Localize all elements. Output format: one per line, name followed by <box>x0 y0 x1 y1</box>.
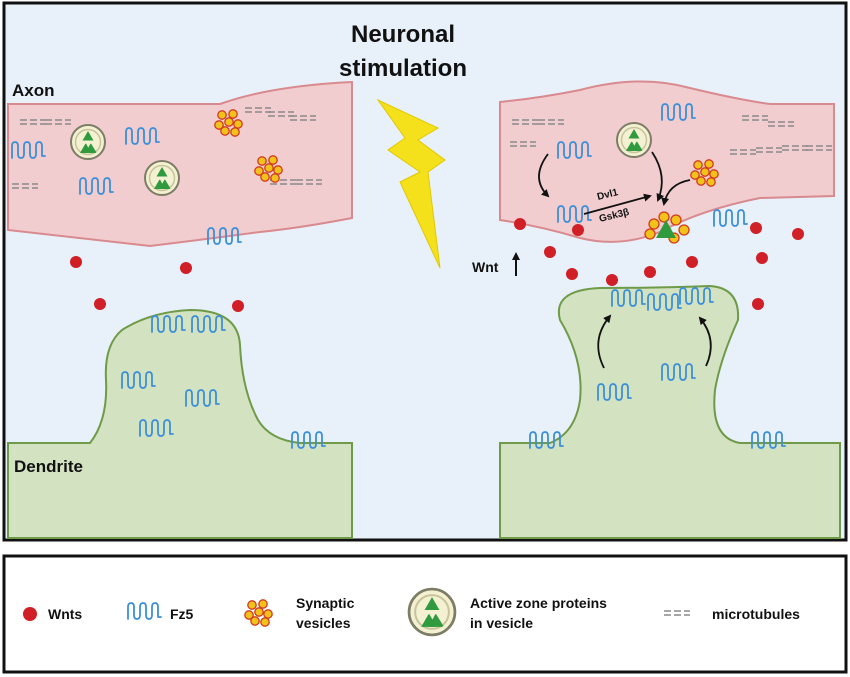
legend-synaptic-label-1: Synaptic <box>296 595 355 611</box>
curved-arrow <box>597 314 612 369</box>
wnt-particle <box>756 252 768 264</box>
curved-arrow <box>661 179 691 206</box>
wnt-increase-label: Wnt <box>472 259 499 275</box>
dendrite-right <box>499 284 841 539</box>
legend-fz5-label: Fz5 <box>170 606 194 622</box>
wnt-particle <box>606 274 618 286</box>
wnt-particle <box>514 218 526 230</box>
legend-active-zone-icon <box>407 587 457 637</box>
wnt-particle <box>644 266 656 278</box>
wnt-particle <box>686 256 698 268</box>
axon-label: Axon <box>12 81 55 100</box>
wnt-particle <box>232 300 244 312</box>
axon-left <box>7 80 353 248</box>
axon-right <box>499 80 835 243</box>
active-zone-vesicle <box>144 160 180 196</box>
wnt-particle <box>180 262 192 274</box>
legend-active-label-1: Active zone proteins <box>470 595 607 611</box>
wnt-particle <box>94 298 106 310</box>
dendrite-label: Dendrite <box>14 457 83 476</box>
legend-wnt-icon <box>23 607 37 621</box>
active-zone-cluster <box>644 211 690 244</box>
wnt-particle <box>70 256 82 268</box>
wnt-particle <box>566 268 578 280</box>
legend-microtubules-label: microtubules <box>712 606 800 622</box>
active-zone-vesicle <box>616 122 652 158</box>
lightning-bolt-icon <box>376 98 446 269</box>
curved-arrow <box>651 151 664 202</box>
title-line1: Neuronal <box>351 21 455 48</box>
legend-active-label-2: in vesicle <box>470 615 533 631</box>
wnt-particle <box>792 228 804 240</box>
wnt-particle <box>544 246 556 258</box>
curved-arrow <box>698 316 712 367</box>
dvl1-label: Dvl1 <box>596 187 620 203</box>
active-zone-vesicle <box>70 124 106 160</box>
wnt-particle <box>572 224 584 236</box>
curved-arrow <box>538 153 550 198</box>
signaling-arrow <box>583 193 652 215</box>
dendrite-left <box>7 308 353 539</box>
title-line2: stimulation <box>339 55 467 82</box>
legend-synaptic-label-2: vesicles <box>296 615 351 631</box>
legend-wnts-label: Wnts <box>48 606 82 622</box>
wnt-particle <box>752 298 764 310</box>
wnt-particle <box>750 222 762 234</box>
